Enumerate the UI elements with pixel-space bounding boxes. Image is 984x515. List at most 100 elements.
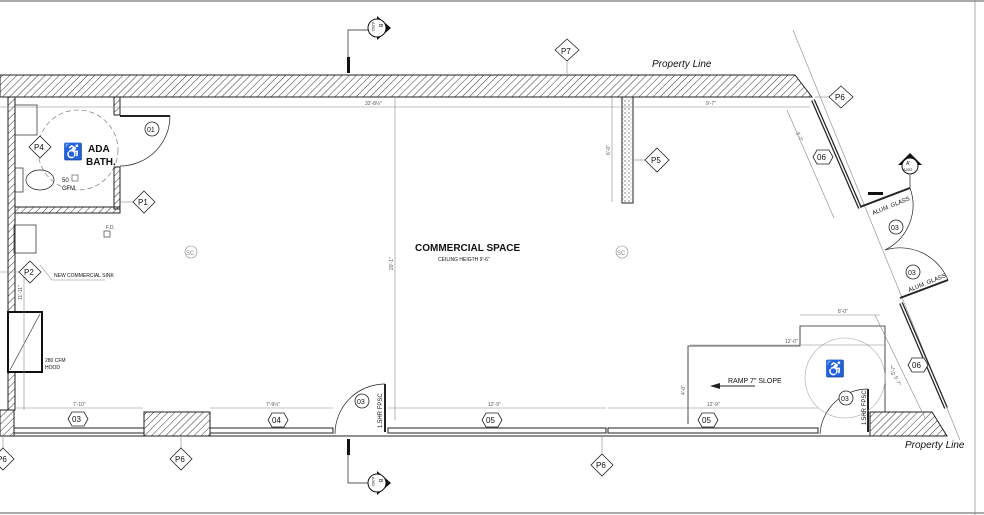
tag-p6-bottom: P6: [590, 436, 614, 477]
ceiling-note: CEILING HEIGTH 9'-6": [438, 257, 490, 263]
section-marker-a: A' A202: [868, 153, 922, 195]
door-03-bottom-swing: [334, 383, 386, 435]
window-03: [13, 427, 145, 434]
dim-win-03: 7'-10": [73, 402, 86, 408]
dim-win-05a: 12'-9": [488, 402, 501, 408]
tag-p1: P1: [120, 190, 156, 214]
tag-window-05-a: 05: [481, 412, 503, 428]
bath-fixtures: ♿ ADA BATH. 50 CFM F.D. NEW COMMERCIAL S…: [7, 104, 119, 373]
dim-ramp-top: 12'-0": [785, 339, 798, 345]
dimensions: 32'-8½" 9'-7" 20'-1" 11'-11" 7'-10" 7'-9…: [0, 97, 926, 420]
bath-wall-upper: [113, 96, 121, 116]
finish-symbol-left: SC: [184, 245, 198, 259]
sink-note: NEW COMMERCIAL SINK: [54, 273, 114, 279]
svg-text:SC: SC: [617, 251, 626, 257]
svg-text:03: 03: [891, 225, 899, 232]
svg-text:P4: P4: [34, 143, 44, 152]
svg-text:03: 03: [357, 399, 365, 406]
floor-drain-icon: [103, 230, 111, 238]
door-03-diag-a-leaf: [859, 187, 911, 208]
svg-text:05: 05: [486, 416, 495, 425]
bottom-pier-left: [0, 409, 15, 437]
tag-p7: P7: [554, 38, 580, 75]
svg-text:01: 01: [147, 127, 155, 134]
tag-window-06-b: 06: [907, 357, 929, 373]
svg-text:A302: A302: [371, 22, 376, 32]
dim-ramp-side: 5'-7": [891, 365, 897, 375]
dim-diag-a: 5'-7": [794, 131, 804, 143]
partition-tags: P7 P5 P6 P4 P1 P2 P6 P6 P6: [0, 38, 854, 477]
svg-text:P6: P6: [835, 93, 845, 102]
svg-text:P2: P2: [24, 268, 34, 277]
ramp: RAMP 7" SLOPE ♿: [687, 325, 886, 424]
accessibility-icon: ♿: [825, 359, 845, 378]
doors: [119, 115, 949, 435]
turning-circle: [804, 337, 886, 419]
tag-window-04: 04: [267, 412, 289, 428]
dim-ramp-upper: 8'-0": [838, 309, 848, 315]
column-p5: [621, 96, 634, 204]
tag-door-03-diag-a: 03: [888, 219, 904, 235]
dim-left-side: 11'-11": [18, 285, 24, 300]
door-tags: 01 03 03 03 03: [144, 121, 921, 409]
exhaust-fan-icon: [71, 174, 79, 182]
dim-diag-b: 5'-7": [892, 375, 902, 387]
svg-text:P5: P5: [651, 156, 661, 165]
tag-window-03: 03: [67, 411, 89, 427]
tag-door-03-bottom: 03: [354, 393, 370, 409]
hood-label: HOOD: [45, 365, 60, 371]
svg-text:06: 06: [817, 153, 826, 162]
window-tags: 03 04 05 05 06 06: [67, 149, 929, 428]
top-wall: [0, 74, 814, 98]
svg-text:SC: SC: [186, 251, 195, 257]
svg-text:03: 03: [908, 270, 916, 277]
fire-rating-right: 1.5HR FPSC: [862, 390, 868, 425]
exhaust-fan-value: 50: [62, 178, 69, 184]
tag-p6-left: P6: [0, 436, 15, 471]
svg-text:04: 04: [272, 416, 281, 425]
floor-drain-label: F.D.: [106, 225, 115, 231]
toilet: [25, 169, 55, 191]
window-04: [209, 427, 334, 434]
room-name: COMMERCIAL SPACE: [415, 243, 521, 254]
tag-p4: P4: [28, 135, 52, 159]
svg-text:B: B: [377, 24, 383, 28]
svg-text:B: B: [377, 479, 383, 483]
tag-p6-mid: P6: [169, 436, 193, 471]
svg-text:A': A': [906, 161, 910, 167]
bath-wall-lower: [113, 166, 121, 210]
dim-pier: 6'-0": [606, 145, 612, 155]
dim-win-05b: 12'-9": [707, 402, 720, 408]
dim-win-04: 7'-9½": [266, 401, 280, 408]
svg-text:05: 05: [702, 416, 711, 425]
commercial-sink: [13, 224, 37, 254]
svg-text:A202: A202: [903, 167, 913, 172]
svg-text:03: 03: [841, 396, 849, 403]
tag-window-05-b: 05: [697, 412, 719, 428]
ramp-note: RAMP 7" SLOPE: [728, 378, 782, 385]
property-line-label-top: Property Line: [652, 59, 712, 70]
ramp-arrow-icon: [710, 383, 720, 389]
door-03-right-swing: [819, 388, 869, 435]
tag-door-01: 01: [144, 121, 160, 137]
tag-p6-top: P6: [815, 85, 854, 109]
bottom-pier-right: [869, 411, 948, 437]
svg-text:P6: P6: [175, 455, 185, 464]
window-05-a: [387, 427, 607, 434]
svg-text:P6: P6: [0, 455, 7, 464]
section-marker-b-bottom: B A302: [347, 439, 391, 495]
exhaust-fan-unit: CFM: [62, 186, 75, 192]
svg-text:A302: A302: [371, 477, 376, 487]
windows: [13, 99, 948, 434]
svg-text:P1: P1: [138, 198, 148, 207]
fire-rating-left: 1.5HR FPSC: [378, 393, 384, 428]
tag-p2: P2: [0, 260, 42, 284]
section-marker-b-top: B A302: [347, 16, 391, 73]
svg-text:03: 03: [72, 415, 81, 424]
walls: [0, 74, 948, 437]
window-05-b: [607, 427, 819, 434]
bath-bottom-wall: [14, 206, 121, 214]
svg-text:P7: P7: [561, 47, 571, 56]
tag-door-03-right: 03: [838, 390, 854, 406]
bath-sink: [14, 104, 38, 136]
